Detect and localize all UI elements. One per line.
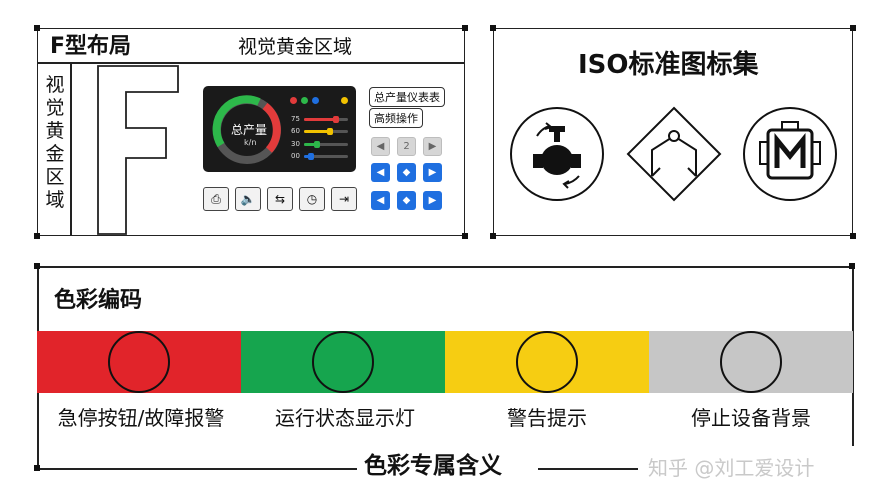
hmi-screen: 总产量 k/n 75 60 30 00 <box>203 86 356 172</box>
status-dot-green <box>301 97 308 104</box>
motor-m-icon <box>743 107 837 201</box>
keypad-blue-diamond-button[interactable]: ◆ <box>397 163 416 182</box>
camera-icon[interactable]: ⎙ <box>203 187 229 211</box>
forward-icon[interactable]: ⇥ <box>331 187 357 211</box>
indicator-lamp-gray <box>720 331 782 393</box>
level-bar-knob[interactable] <box>307 153 314 160</box>
color-panel-bottom-line-left <box>37 468 357 470</box>
color-panel-bottom-line-right <box>538 468 638 470</box>
indicator-lamp-yellow <box>516 331 578 393</box>
golden-zone-horizontal-label: 视觉黄金区域 <box>238 36 353 58</box>
timer-icon[interactable]: ◷ <box>299 187 325 211</box>
level-bar-fill <box>304 118 336 121</box>
watermark: 知乎 @刘工爱设计 <box>648 456 815 480</box>
level-bar-knob[interactable] <box>314 141 321 148</box>
level-bar-knob[interactable] <box>326 128 333 135</box>
level-bar[interactable] <box>304 153 348 160</box>
f-layout-panel <box>37 28 465 236</box>
golden-zone-vertical-label: 视觉黄金区域 <box>45 74 65 211</box>
keypad-blue-left-button[interactable]: ◀ <box>371 163 390 182</box>
speaker-icon[interactable]: 🔈 <box>235 187 261 211</box>
f-layout-side-divider <box>70 62 72 236</box>
level-bar-knob[interactable] <box>332 116 339 123</box>
bar-label: 30 <box>291 140 300 148</box>
keypad-blue-right-button[interactable]: ▶ <box>423 163 442 182</box>
swap-icon[interactable]: ⇆ <box>267 187 293 211</box>
keypad-left-button[interactable]: ◀ <box>371 137 390 156</box>
level-bar[interactable] <box>304 116 348 123</box>
gauge-icon <box>212 95 281 164</box>
status-dot-red <box>290 97 297 104</box>
color-meaning-green: 运行状态显示灯 <box>275 406 415 430</box>
indicator-lamp-red <box>108 331 170 393</box>
indicator-lamp-green <box>312 331 374 393</box>
keypad-number-button[interactable]: 2 <box>397 137 416 156</box>
status-dot-yellow <box>341 97 348 104</box>
valve-rotate-icon <box>510 107 604 201</box>
total-output-gauge-button[interactable]: 总产量仪表表 <box>369 87 445 107</box>
color-meaning-caption: 色彩专属含义 <box>364 453 502 479</box>
crane-hoist-icon <box>626 106 722 202</box>
keypad-blue-diamond-button-2[interactable]: ◆ <box>397 191 416 210</box>
level-bar-fill <box>304 155 311 158</box>
status-dot-blue <box>312 97 319 104</box>
bar-label: 75 <box>291 115 300 123</box>
keypad-right-button[interactable]: ▶ <box>423 137 442 156</box>
f-layout-title: F型布局 <box>50 34 132 59</box>
bar-label: 60 <box>291 127 300 135</box>
color-panel-top-line <box>37 266 853 268</box>
level-bar-fill <box>304 143 318 146</box>
iso-title: ISO标准图标集 <box>578 50 759 80</box>
color-meaning-red: 急停按钮/故障报警 <box>57 406 225 430</box>
level-bar[interactable] <box>304 141 348 148</box>
frequent-operation-button[interactable]: 高频操作 <box>369 108 423 128</box>
gauge-label: 总产量 <box>231 123 268 137</box>
f-layout-header-divider <box>37 62 465 64</box>
level-bar-fill <box>304 130 330 133</box>
gauge-unit: k/n <box>244 138 257 147</box>
color-meaning-gray: 停止设备背景 <box>691 406 811 430</box>
keypad-blue-right-button-2[interactable]: ▶ <box>423 191 442 210</box>
level-bar[interactable] <box>304 128 348 135</box>
iso-panel <box>493 28 853 236</box>
bar-label: 00 <box>291 152 300 160</box>
color-coding-title: 色彩编码 <box>54 288 143 313</box>
color-meaning-yellow: 警告提示 <box>507 406 587 430</box>
f-shape-icon <box>97 65 179 235</box>
keypad-blue-left-button-2[interactable]: ◀ <box>371 191 390 210</box>
